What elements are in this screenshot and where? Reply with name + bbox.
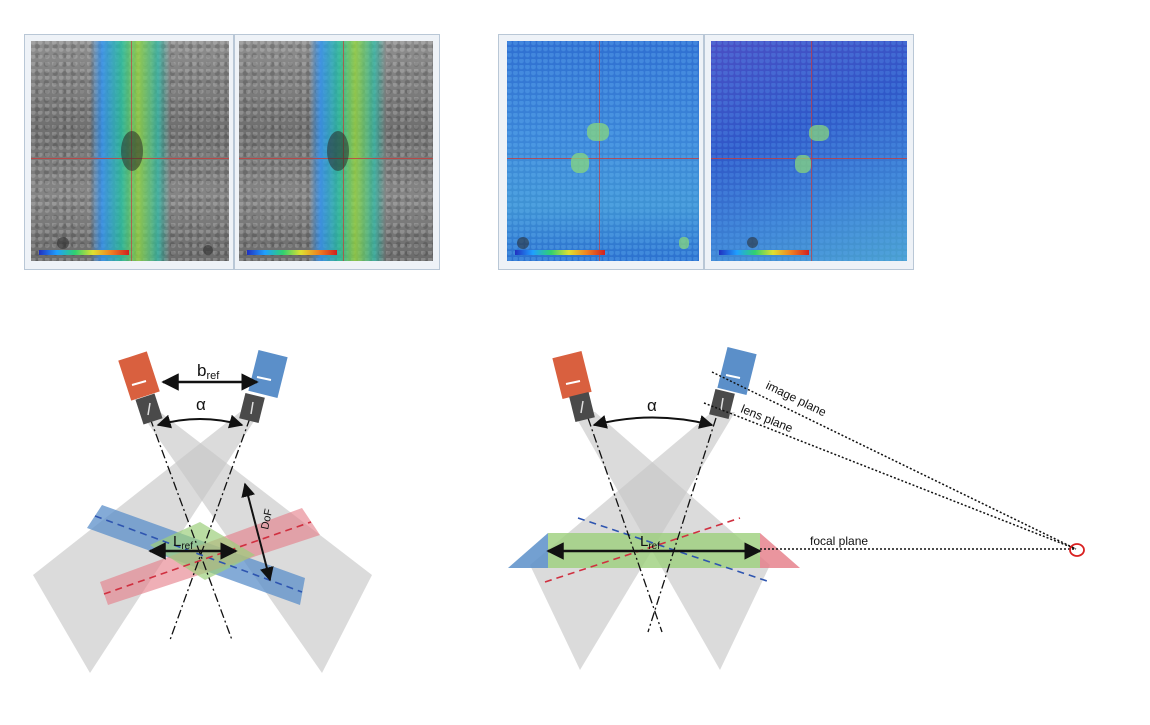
- color-scale-bar: [719, 250, 809, 255]
- length-label: Lref: [640, 533, 660, 552]
- left-stereo-diagram: bref α Lref DoF: [33, 349, 372, 673]
- scheimpflug-intersection-marker: [1069, 543, 1085, 557]
- left-lens-mark: [580, 400, 584, 414]
- speckle-image: [239, 41, 433, 261]
- angle-arc: [592, 415, 714, 429]
- speckle-image: [31, 41, 229, 261]
- defect-spot: [327, 131, 349, 171]
- dof-arrow: [241, 482, 274, 582]
- color-scale-bar: [39, 250, 129, 255]
- strain-map-image: [711, 41, 907, 261]
- right-camera-body: [248, 349, 288, 399]
- dic-image-panel-1: [24, 34, 234, 270]
- crosshair-vertical: [599, 41, 600, 261]
- focal-plane-label: focal plane: [810, 534, 868, 548]
- dic-image-panel-3: [498, 34, 704, 270]
- defect-spot: [809, 125, 829, 141]
- edge-spot: [679, 237, 689, 249]
- red-focus-wedge: [760, 533, 800, 568]
- angle-label: α: [647, 396, 657, 415]
- length-label: Lref: [173, 533, 193, 552]
- baseline-label: bref: [197, 361, 220, 382]
- right-stereo-diagram: α Lref image plane lens plane focal plan…: [508, 346, 1085, 670]
- defect-spot: [795, 155, 811, 173]
- right-lens-mark: [720, 397, 724, 411]
- right-camera-sensor-mark: [256, 376, 272, 381]
- angle-label: α: [196, 395, 206, 414]
- dof-label: DoF: [259, 508, 275, 531]
- angle-arc: [156, 414, 244, 429]
- left-optical-axis: [587, 417, 663, 633]
- dark-spot: [57, 237, 69, 249]
- dark-spot: [203, 245, 213, 255]
- crosshair-horizontal: [507, 158, 699, 159]
- left-camera-sensor-mark: [131, 380, 147, 386]
- left-lens-mark: [147, 402, 151, 416]
- dic-image-panel-2: [234, 34, 440, 270]
- right-camera-sensor-mark: [725, 374, 741, 379]
- dic-image-panel-4: [704, 34, 914, 270]
- color-scale-bar: [247, 250, 337, 255]
- left-camera-sensor-mark: [565, 380, 581, 385]
- left-camera-body: [118, 351, 160, 401]
- dark-spot: [517, 237, 529, 249]
- defect-spot: [587, 123, 609, 141]
- strain-map-image: [507, 41, 699, 261]
- dark-spot: [747, 237, 758, 248]
- right-optical-axis: [169, 417, 251, 641]
- right-lens-mark: [250, 401, 254, 415]
- right-optical-axis: [647, 417, 717, 633]
- image-plane-line: [711, 371, 1077, 550]
- lens-plane-label: lens plane: [739, 402, 795, 436]
- defect-spot: [121, 131, 143, 171]
- color-scale-bar: [515, 250, 605, 255]
- left-camera-body: [552, 350, 592, 400]
- defect-spot: [571, 153, 589, 173]
- crosshair-vertical: [811, 41, 812, 261]
- right-camera-body: [717, 346, 757, 396]
- left-optical-axis: [149, 417, 233, 641]
- lens-plane-line: [703, 402, 1077, 550]
- blue-focus-wedge: [508, 533, 548, 568]
